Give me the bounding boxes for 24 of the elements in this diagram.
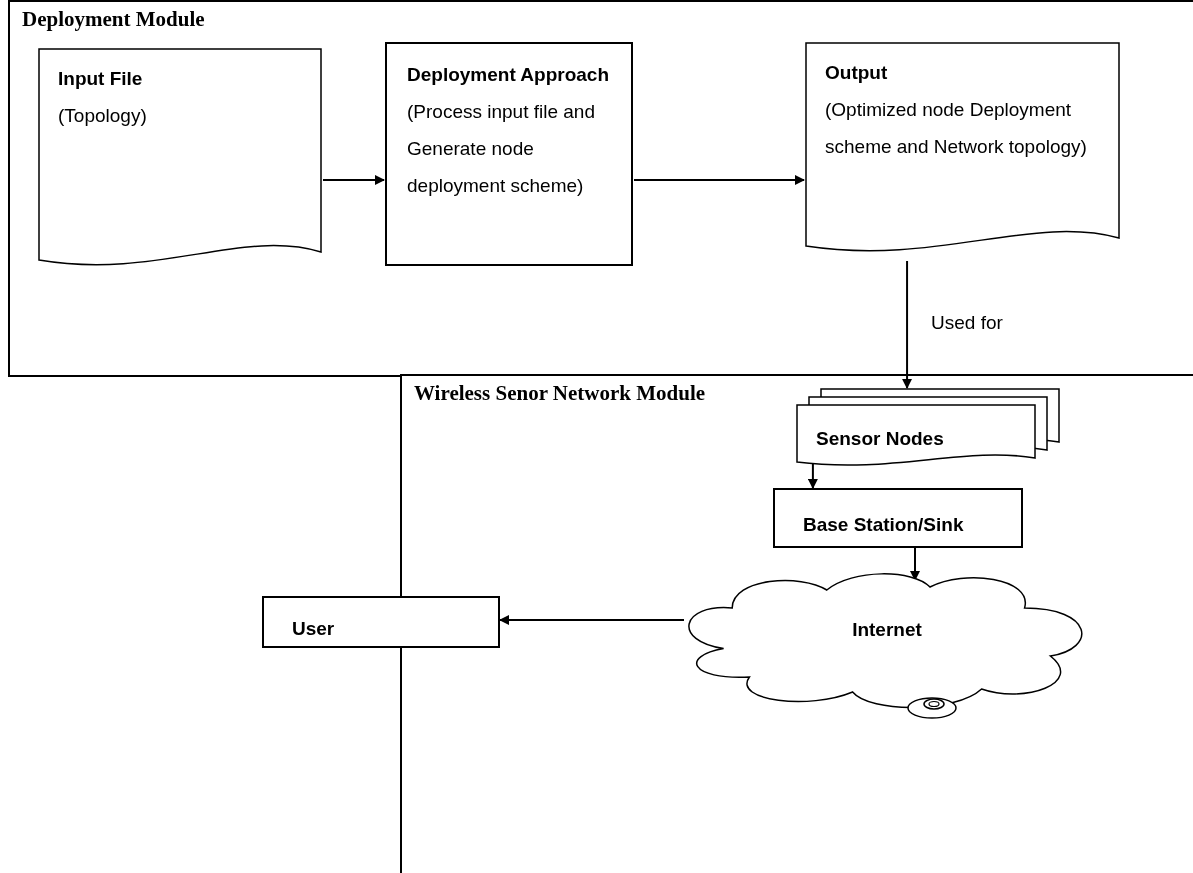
node-description: (Topology) — [58, 104, 148, 128]
process-box — [385, 42, 633, 266]
node-description: (Optimized node Deployment scheme and Network topology) — [825, 98, 1088, 159]
arrow — [322, 175, 385, 185]
node-title: Internet — [852, 617, 922, 642]
arrow — [499, 615, 685, 625]
sensor-nodes-stack — [796, 388, 1060, 468]
module-title: Wireless Senor Network Module — [414, 380, 706, 407]
arrow — [807, 461, 818, 489]
module-frame — [8, 0, 1193, 377]
arrow — [633, 175, 805, 185]
module-title: Deployment Module — [22, 6, 205, 33]
node-title: Deployment Approach — [407, 63, 610, 87]
node-description: (Process input file and Generate node deployment scheme) — [407, 100, 596, 198]
process-box — [773, 488, 1023, 548]
node-title: Input File — [58, 67, 144, 91]
node-title: Sensor Nodes — [816, 427, 945, 451]
node-title: Base Station/Sink — [802, 512, 965, 537]
module-frame — [400, 374, 1193, 873]
process-box — [262, 596, 500, 648]
node-title: Output — [825, 61, 889, 85]
node-title: User — [291, 616, 336, 641]
arrow — [910, 547, 920, 581]
arrow — [902, 260, 913, 389]
